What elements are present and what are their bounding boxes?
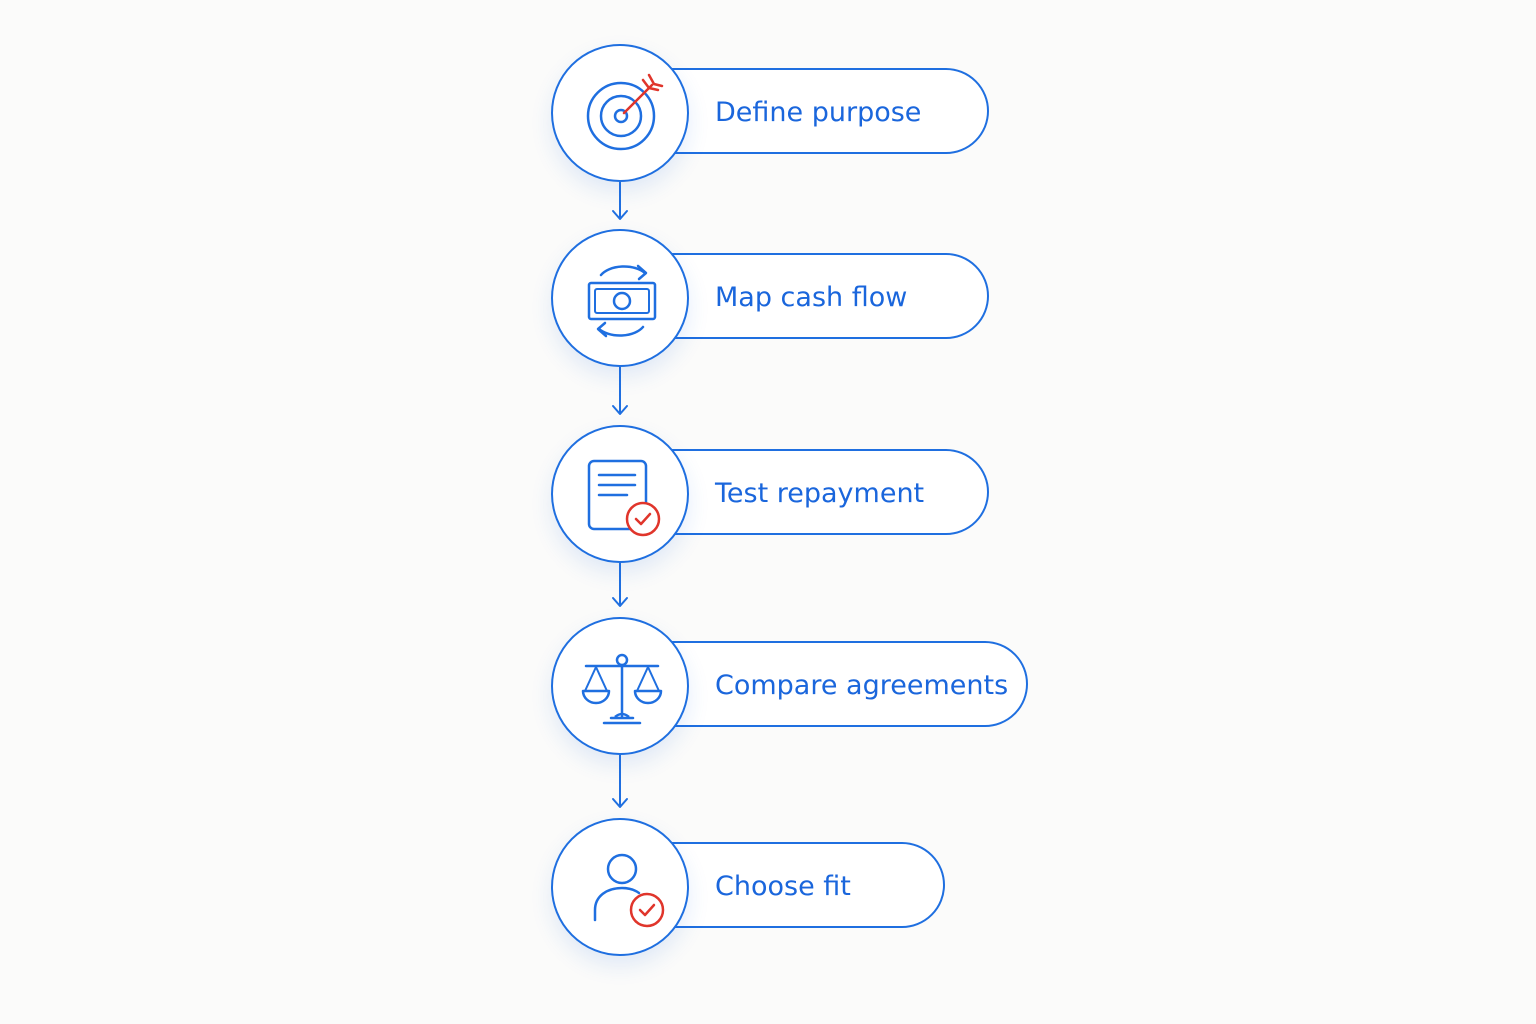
connector-arrow: [612, 367, 628, 415]
step-icon-circle: [551, 229, 689, 367]
step-label: Test repayment: [715, 478, 925, 509]
target-arrow-icon: [586, 73, 664, 151]
cash-cycle-icon: [587, 264, 657, 338]
step-icon-circle: [551, 818, 689, 956]
document-check-icon: [587, 459, 661, 537]
person-check-icon: [593, 853, 665, 928]
step-icon-circle: [551, 44, 689, 182]
scales-icon: [581, 653, 663, 725]
step-label: Compare agreements: [715, 670, 1009, 701]
connector-arrow: [612, 563, 628, 607]
step-label: Choose fit: [715, 871, 851, 902]
step-icon-circle: [551, 617, 689, 755]
step-label: Define purpose: [715, 97, 922, 128]
step-label: Map cash flow: [715, 282, 908, 313]
step-icon-circle: [551, 425, 689, 563]
connector-arrow: [612, 755, 628, 808]
connector-arrow: [612, 182, 628, 220]
